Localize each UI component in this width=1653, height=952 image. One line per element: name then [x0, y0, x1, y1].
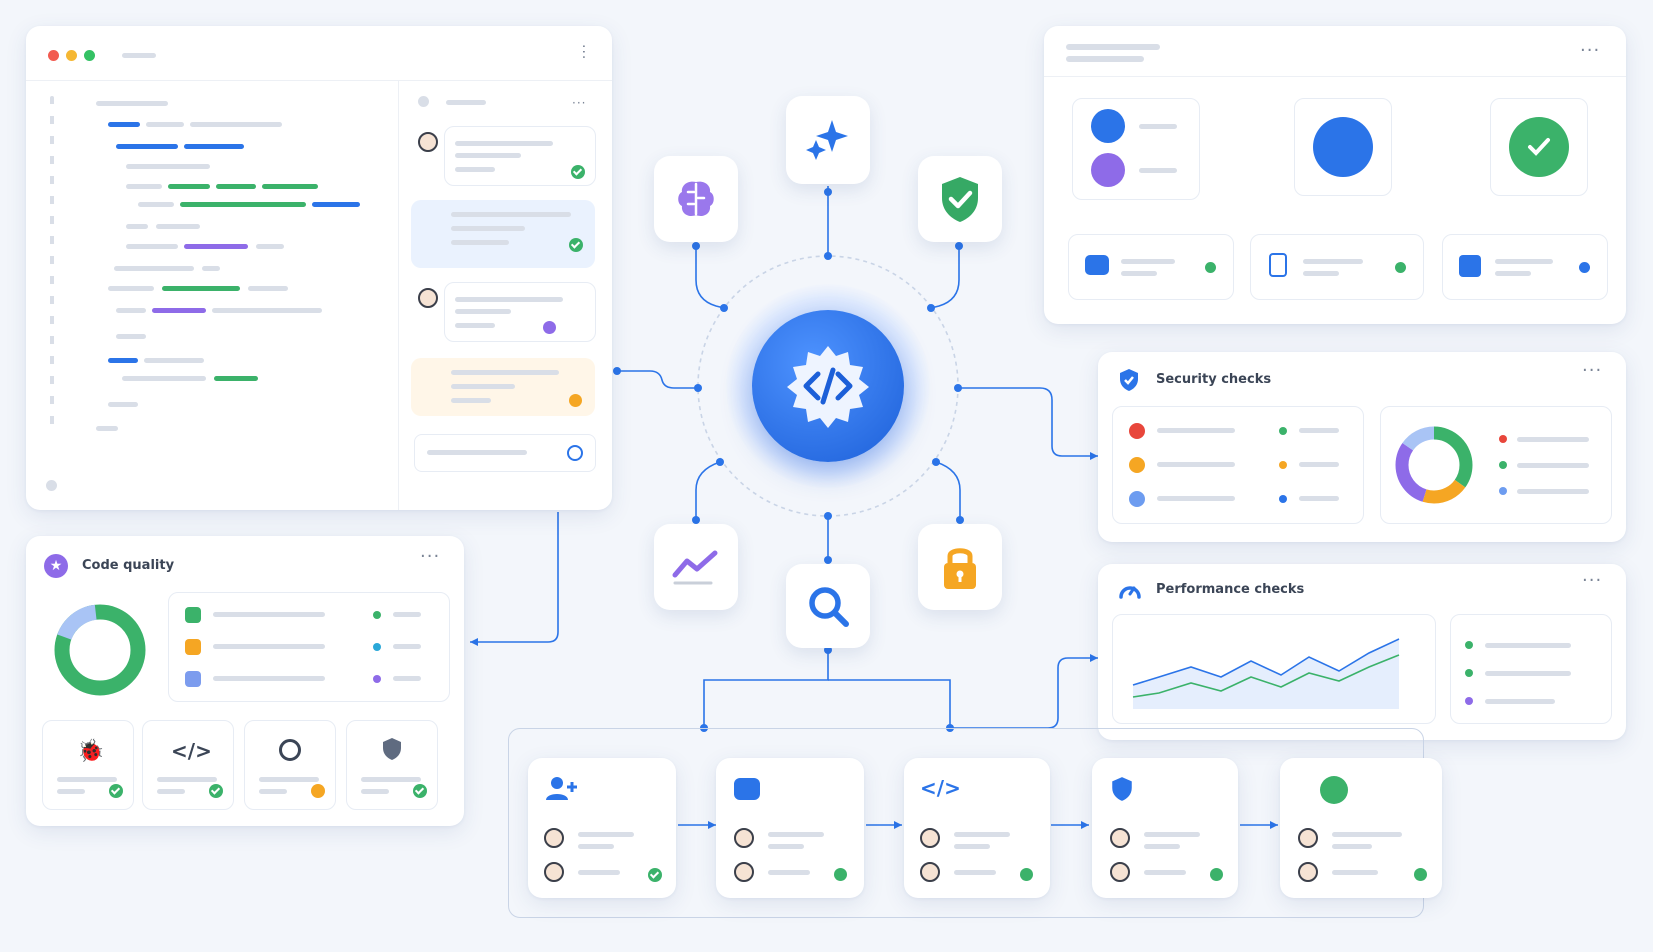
- code-icon: [1459, 255, 1481, 277]
- pipeline-card: ···: [1044, 26, 1626, 324]
- minimize-window-button[interactable]: [66, 50, 77, 61]
- gauge-icon: [1118, 580, 1142, 606]
- performance-checks-card: Performance checks ···: [1098, 564, 1626, 740]
- maximize-window-button[interactable]: [84, 50, 95, 61]
- performance-legend-panel[interactable]: [1450, 614, 1612, 724]
- target-check-tile[interactable]: [244, 720, 336, 810]
- code-quality-card: ★ Code quality ··· 🐞 </>: [26, 536, 464, 826]
- bug-icon: 🐞: [77, 739, 105, 764]
- close-window-button[interactable]: [48, 50, 59, 61]
- chart-line-icon[interactable]: [654, 524, 738, 610]
- security-donut-chart: [1395, 426, 1473, 504]
- branches-node[interactable]: [1072, 98, 1200, 200]
- brain-icon[interactable]: [654, 156, 738, 242]
- security-menu-button[interactable]: ···: [1582, 360, 1603, 381]
- workflow-step-code[interactable]: </>: [904, 758, 1050, 898]
- avatar: [418, 132, 438, 152]
- security-issues-list[interactable]: [1112, 406, 1364, 524]
- code-icon: </>: [171, 739, 212, 763]
- shield-check-icon[interactable]: [918, 156, 1002, 242]
- search-icon[interactable]: [786, 564, 870, 648]
- code-quality-menu-button[interactable]: ···: [420, 546, 441, 567]
- shield-icon: [381, 737, 403, 765]
- reply-input[interactable]: [414, 434, 596, 472]
- quality-metrics-list[interactable]: [168, 592, 450, 702]
- workflow-step-security[interactable]: [1092, 758, 1238, 898]
- send-icon[interactable]: [567, 445, 583, 461]
- security-donut-panel[interactable]: [1380, 406, 1612, 524]
- code-quality-title: Code quality: [82, 558, 175, 573]
- comment-card[interactable]: [444, 282, 596, 342]
- merge-node[interactable]: [1294, 98, 1392, 196]
- bug-check-tile[interactable]: 🐞: [42, 720, 134, 810]
- check-icon: [1320, 776, 1348, 804]
- success-node[interactable]: [1490, 98, 1588, 196]
- review-menu-button[interactable]: ···: [572, 96, 587, 110]
- shield-icon: [1110, 776, 1134, 806]
- shield-icon: [1118, 368, 1140, 396]
- security-checks-card: Security checks ···: [1098, 352, 1626, 542]
- code-editor-window: ··· ···: [26, 26, 612, 510]
- code-check-tile[interactable]: </>: [142, 720, 234, 810]
- sparkle-icon[interactable]: [786, 96, 870, 184]
- lock-icon[interactable]: [918, 524, 1002, 610]
- chat-icon: [734, 778, 760, 800]
- workflow-step-done[interactable]: [1280, 758, 1442, 898]
- window-menu-button[interactable]: ···: [575, 44, 591, 61]
- workflow-step-add-user[interactable]: [528, 758, 676, 898]
- doc-icon: [1269, 253, 1287, 277]
- performance-menu-button[interactable]: ···: [1582, 570, 1603, 591]
- workflow-step-review[interactable]: [716, 758, 864, 898]
- branch-icon: [1091, 109, 1125, 143]
- comment-card-warning[interactable]: [411, 358, 595, 416]
- branch-icon: [1091, 153, 1125, 187]
- code-gear-icon[interactable]: [752, 310, 904, 462]
- comment-card[interactable]: [444, 126, 596, 186]
- performance-checks-title: Performance checks: [1156, 582, 1305, 597]
- code-quality-donut-chart: [54, 604, 146, 696]
- security-checks-title: Security checks: [1156, 372, 1272, 387]
- chat-icon: [1085, 255, 1109, 275]
- branch-icon: [1313, 117, 1373, 177]
- star-icon: ★: [44, 554, 68, 578]
- code-area[interactable]: [26, 86, 398, 506]
- chat-status-item[interactable]: [1068, 234, 1234, 300]
- avatar: [418, 288, 438, 308]
- performance-line-chart: [1132, 638, 1400, 709]
- code-status-item[interactable]: [1442, 234, 1608, 300]
- user-plus-icon: [546, 776, 578, 806]
- performance-chart-panel[interactable]: [1112, 614, 1436, 724]
- doc-status-item[interactable]: [1250, 234, 1424, 300]
- comment-card-selected[interactable]: [411, 200, 595, 268]
- shield-check-tile[interactable]: [346, 720, 438, 810]
- pipeline-menu-button[interactable]: ···: [1580, 40, 1601, 61]
- target-icon: [279, 739, 301, 761]
- code-icon: </>: [920, 776, 961, 800]
